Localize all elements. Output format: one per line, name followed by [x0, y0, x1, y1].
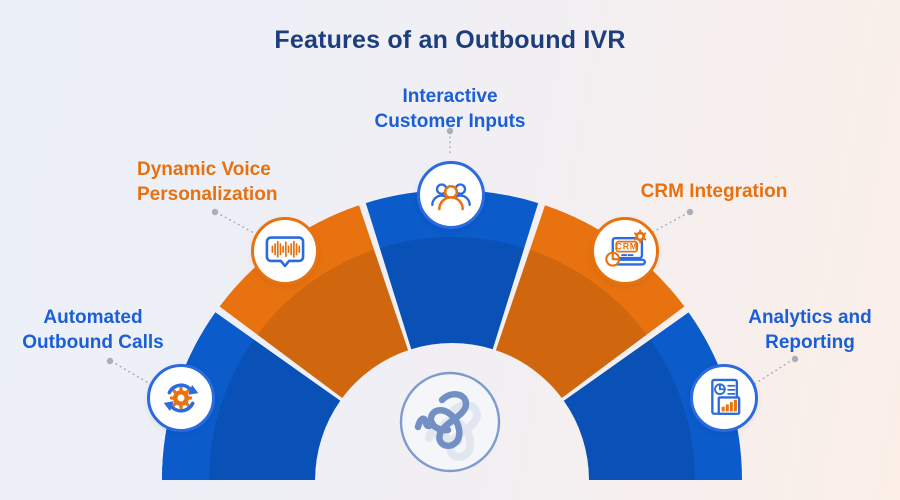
brand-squiggle-icon [399, 371, 501, 473]
analytics-reporting-badge [690, 364, 758, 432]
label-connectors [106, 127, 799, 386]
label-line: Dynamic Voice [137, 159, 271, 180]
fan-inner-shading [209, 236, 695, 480]
segment-dynamic-voice-personalization [219, 205, 409, 398]
label-line: CRM Integration [640, 181, 788, 202]
label-line: Automated [43, 307, 143, 328]
label-line: Customer Inputs [374, 111, 526, 132]
segment-analytics-reporting [563, 312, 742, 480]
sync-gear-icon [163, 383, 199, 413]
label-line: Analytics and [748, 307, 872, 328]
label-analytics-reporting: Analytics and Reporting [735, 305, 885, 355]
page-title: Features of an Outbound IVR [274, 26, 626, 54]
crm-label: CRM [616, 242, 638, 252]
segment-left-blue [162, 312, 341, 480]
voice-waveform-icon [265, 236, 305, 268]
customer-group-icon [431, 183, 471, 211]
label-interactive-customer-inputs: Interactive Customer Inputs [370, 84, 530, 134]
label-line: Interactive [402, 86, 498, 107]
automated-outbound-calls-badge [147, 364, 215, 432]
fan-segments [162, 189, 742, 480]
segment-crm-integration [495, 205, 685, 398]
segment-interactive-customer-inputs [365, 189, 539, 350]
crm-integration-badge: CRM [591, 217, 659, 285]
label-crm-integration: CRM Integration [634, 179, 794, 204]
dynamic-voice-personalization-badge [251, 217, 319, 285]
interactive-customer-inputs-badge [417, 161, 485, 229]
label-automated-outbound-calls: Automated Outbound Calls [8, 305, 178, 355]
label-dynamic-voice-personalization: Dynamic Voice Personalization [137, 157, 317, 207]
report-chart-icon [711, 378, 741, 415]
label-line: Outbound Calls [22, 332, 164, 353]
center-logo [398, 370, 502, 474]
label-line: Reporting [765, 332, 855, 353]
label-line: Personalization [137, 184, 278, 205]
crm-screen-icon: CRM [605, 229, 647, 267]
